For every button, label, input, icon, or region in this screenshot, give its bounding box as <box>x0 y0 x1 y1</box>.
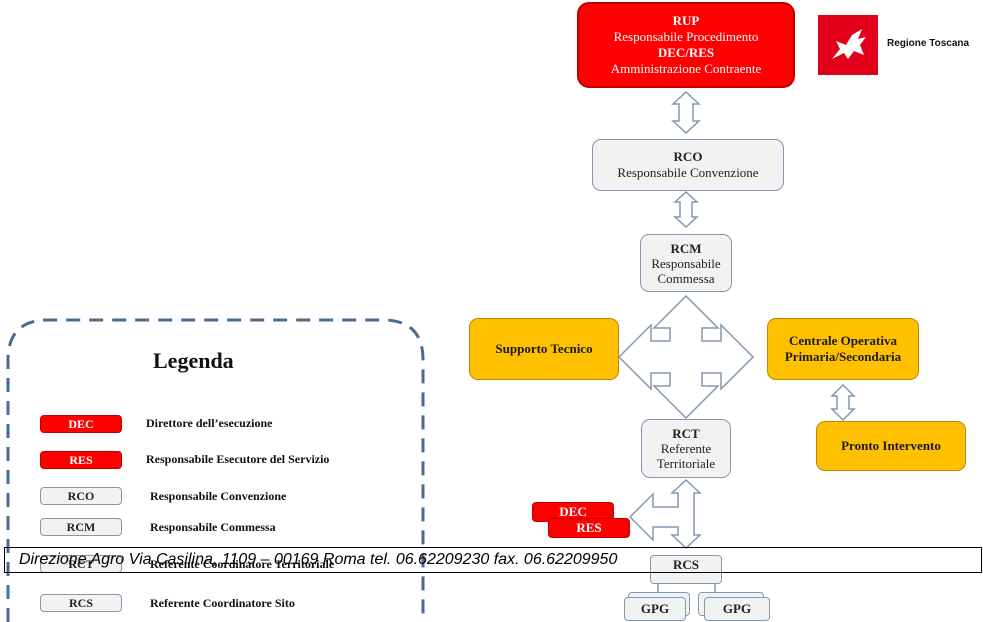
legend-tag-dec: DEC <box>40 415 122 433</box>
legend-tag-res: RES <box>40 451 122 469</box>
legend-desc-rcm: Responsabile Commessa <box>150 520 276 534</box>
rco-box: RCO Responsabile Convenzione <box>592 139 784 191</box>
pronto-intervento-box: Pronto Intervento <box>816 421 966 471</box>
rup-admin: Amministrazione Contraente <box>610 61 762 76</box>
pronto-label: Pronto Intervento <box>841 438 941 453</box>
rup-rco-arrow <box>671 90 701 135</box>
rct-line3: Territoriale <box>656 456 716 471</box>
legend-title: Legenda <box>153 348 234 373</box>
legend-desc-res: Responsabile Esecutore del Servizio <box>146 452 330 466</box>
supporto-label: Supporto Tecnico <box>495 341 593 356</box>
rcm-box: RCM Responsabile Commessa <box>640 234 732 292</box>
central-pronto-arrow <box>830 383 856 422</box>
rup-dec-res: DEC/RES <box>657 45 715 60</box>
rco-subtitle: Responsabile Convenzione <box>617 165 759 180</box>
rcm-title: RCM <box>670 240 702 256</box>
legend-desc-rco: Responsabile Convenzione <box>150 489 287 503</box>
legend-desc-rct: Referente Coordinatore Territoriale <box>150 557 335 571</box>
rco-rcm-arrow <box>673 190 699 229</box>
rco-title: RCO <box>673 149 703 164</box>
pegasus-icon <box>832 29 866 59</box>
legend-desc-rcs: Referente Coordinatore Sito <box>150 596 295 610</box>
central-line1: Centrale Operativa <box>789 333 897 348</box>
rcm-line2: Responsabile <box>651 255 721 271</box>
logo-label: Regione Toscana <box>887 38 970 49</box>
rup-role: Responsabile Procedimento <box>613 29 759 44</box>
rcs-box: RCS <box>650 555 722 584</box>
rct-line2: Referente <box>660 441 712 456</box>
res-small-box: RES <box>548 518 630 538</box>
rup-title: RUP <box>672 13 700 28</box>
rup-box: RUP Responsabile Procedimento DEC/RES Am… <box>577 2 795 88</box>
supporto-tecnico-box: Supporto Tecnico <box>469 318 619 380</box>
legend-desc-dec: Direttore dell’esecuzione <box>146 416 273 430</box>
four-way-arrow <box>617 294 755 420</box>
legend-tag-rcs: RCS <box>40 594 122 612</box>
central-line2: Primaria/Secondaria <box>784 349 902 364</box>
centrale-operativa-box: Centrale Operativa Primaria/Secondaria <box>767 318 919 380</box>
legend-tag-rco: RCO <box>40 487 122 505</box>
rct-box: RCT Referente Territoriale <box>641 419 731 478</box>
regione-toscana-logo <box>818 15 878 75</box>
gpg-left-box: GPG <box>624 597 686 621</box>
rct-title: RCT <box>672 426 700 441</box>
legend-tag-rcm: RCM <box>40 518 122 536</box>
rct-rcs-arrow <box>628 478 702 550</box>
gpg-right-box: GPG <box>704 597 770 621</box>
footer-address-bar: Direzione Agro Via Casilina, 1109 – 0016… <box>4 547 982 573</box>
rcm-line3: Commessa <box>657 270 715 286</box>
